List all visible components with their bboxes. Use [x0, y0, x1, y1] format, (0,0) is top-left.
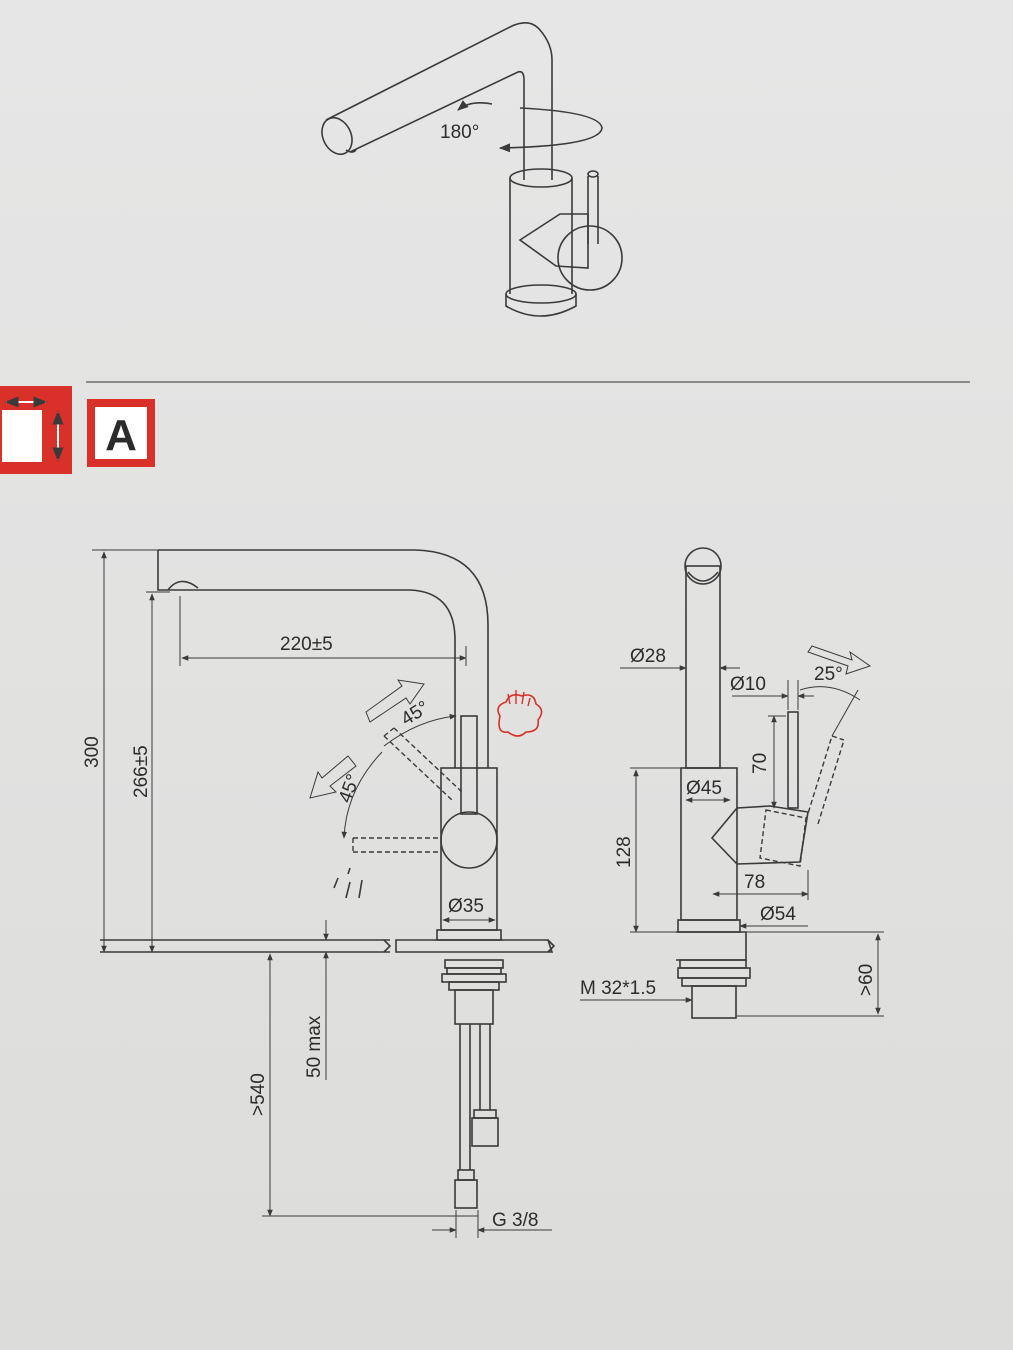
faucet-front-view — [100, 549, 556, 1209]
hot-water-icon — [497, 690, 543, 737]
hose-length-label: >540 — [248, 1073, 269, 1116]
height-spout-label: 266±5 — [131, 745, 152, 798]
section-label: A — [105, 411, 137, 460]
body-height-label: 128 — [614, 836, 635, 868]
side-dimension-lines — [580, 645, 884, 1017]
lever-depth-label: 78 — [744, 872, 765, 893]
thread-label: M 32*1.5 — [580, 978, 656, 999]
body-diameter-label: Ø45 — [686, 778, 722, 799]
spout-diameter-label: Ø28 — [630, 646, 666, 667]
lever-down-label: 45° — [335, 772, 365, 806]
lever-angle-label: 25° — [814, 664, 843, 685]
faucet-perspective-illustration — [321, 22, 623, 317]
counter-thickness-label: 50 max — [304, 1015, 325, 1078]
base-diameter-label: Ø35 — [448, 896, 484, 917]
lever-diameter-label: Ø10 — [730, 674, 766, 695]
front-dimension-lines — [92, 549, 552, 1238]
rotation-label: 180° — [440, 122, 479, 143]
connection-label: G 3/8 — [492, 1210, 538, 1231]
flange-diameter-label: Ø54 — [760, 904, 796, 925]
lever-up-label: 45° — [398, 697, 433, 730]
installation-dimensions-icon — [0, 386, 72, 474]
reach-label: 220±5 — [280, 634, 333, 655]
section-badge — [87, 399, 155, 467]
height-total-label: 300 — [82, 736, 103, 768]
shank-length-label: >60 — [856, 964, 877, 996]
lever-height-label: 70 — [750, 753, 771, 774]
